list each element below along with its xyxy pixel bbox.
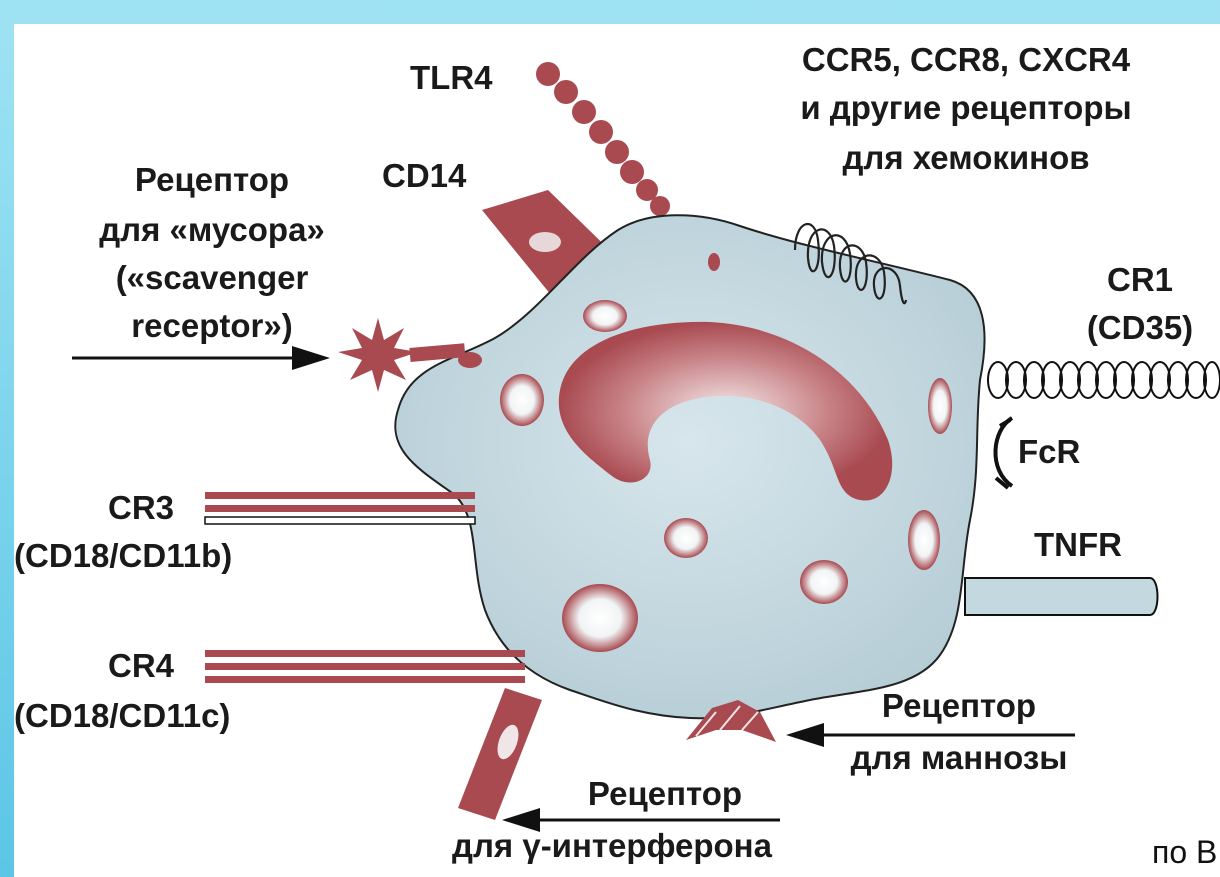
- scavenger-label-line4: receptor»): [62, 306, 362, 346]
- scavenger-arrow: [72, 346, 330, 370]
- mannose-label-line2: для маннозы: [834, 738, 1084, 778]
- tnfr-label: TNFR: [1034, 525, 1122, 565]
- cr3-label-line2: (CD18/CD11b): [14, 536, 232, 576]
- cd14-label: CD14: [382, 156, 466, 196]
- cr1-receptor: [985, 362, 1220, 398]
- fcr-label: FcR: [1018, 432, 1080, 472]
- cr1-label-line2: (CD35): [1070, 308, 1210, 348]
- cr4-receptor: [205, 650, 525, 683]
- chemokine-label-line1: CCR5, CCR8, CXCR4: [746, 40, 1186, 80]
- scavenger-label-line1: Рецептор: [62, 160, 362, 200]
- cr3-receptor: [205, 492, 475, 524]
- ifn-label-line2: для γ-интерферона: [452, 826, 772, 866]
- cr4-label-line1: CR4: [108, 646, 174, 686]
- tlr4-receptor: [536, 62, 670, 216]
- scavenger-label-line3: («scavenger: [62, 258, 362, 298]
- chemokine-label-line2: и другие рецепторы: [746, 88, 1186, 128]
- scavenger-label-line2: для «мусора»: [62, 210, 362, 250]
- tlr4-label: TLR4: [410, 58, 493, 98]
- ifn-label-line1: Рецептор: [540, 774, 790, 814]
- source-credit: по В: [1152, 834, 1217, 871]
- tnfr-receptor: [965, 578, 1158, 615]
- cr3-label-line1: CR3: [108, 488, 174, 528]
- chemokine-label-line3: для хемокинов: [746, 138, 1186, 178]
- macrophage-cell-body: [395, 215, 984, 718]
- cr1-label-line1: CR1: [1070, 260, 1210, 300]
- cr4-label-line2: (CD18/CD11c): [14, 696, 230, 736]
- mannose-label-line1: Рецептор: [834, 686, 1084, 726]
- ifn-gamma-receptor: [458, 688, 542, 820]
- fcr-receptor: [995, 418, 1012, 488]
